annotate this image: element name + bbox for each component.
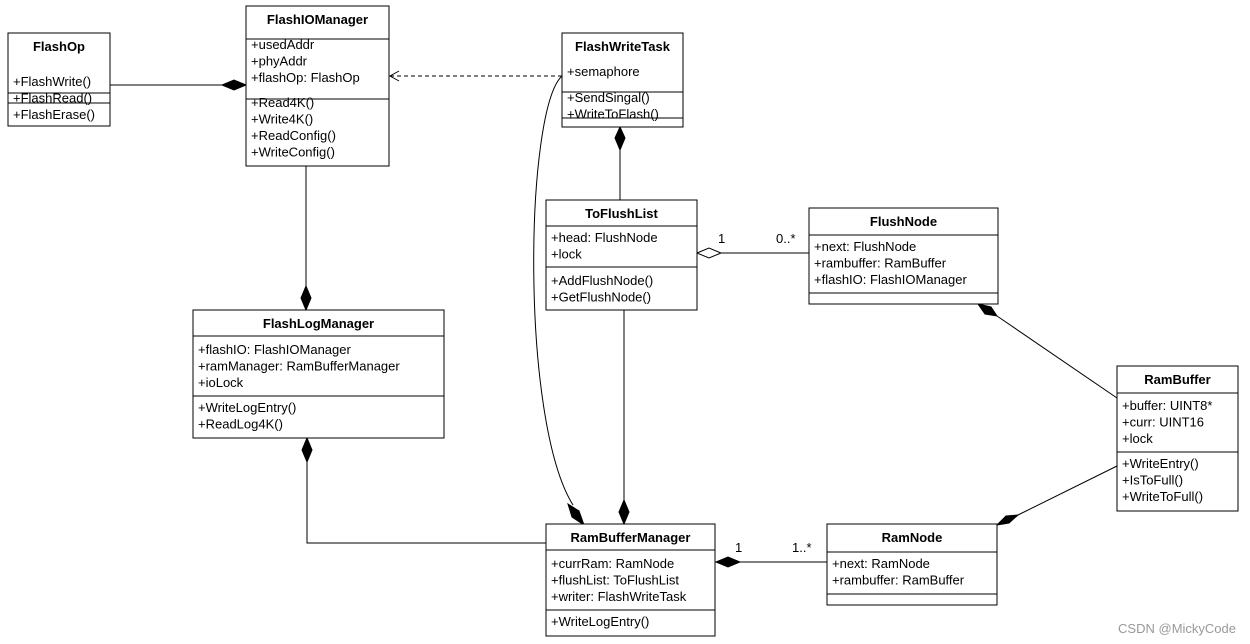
- edge-toflushlist-rambuffermanager: [618, 310, 630, 526]
- class-operation: +ReadConfig(): [251, 128, 336, 143]
- class-attribute: +head: FlushNode: [551, 230, 658, 245]
- class-attribute: +ioLock: [198, 375, 244, 390]
- class-attribute: +curr: UINT16: [1122, 415, 1204, 430]
- class-attribute: +writer: FlashWriteTask: [551, 589, 687, 604]
- class-operation: +GetFlushNode(): [551, 290, 651, 305]
- edge-toflushlist-flashwritetask: [614, 125, 626, 200]
- class-name: RamNode: [882, 530, 943, 545]
- class-operation: +WriteConfig(): [251, 145, 335, 160]
- composition-diamond: [220, 79, 248, 91]
- class-name: FlashWriteTask: [575, 39, 671, 54]
- composition-diamond: [976, 303, 999, 317]
- class-attribute: +next: FlushNode: [814, 239, 916, 254]
- class-operation: +SendSingal(): [567, 90, 650, 105]
- composition-diamond: [995, 514, 1020, 526]
- class-toflushlist: ToFlushList +head: FlushNode +lock +AddFlus…: [545, 199, 698, 311]
- class-attribute: +lock: [551, 247, 582, 262]
- class-attribute: +lock: [1122, 431, 1153, 446]
- multiplicity-whole: 1: [735, 540, 742, 555]
- class-attribute: +currRam: RamNode: [551, 556, 674, 571]
- multiplicity-part: 1..*: [792, 540, 812, 555]
- class-operation: +WriteToFull(): [1122, 489, 1203, 504]
- multiplicity-whole: 1: [718, 231, 725, 246]
- class-name: FlushNode: [870, 214, 937, 229]
- class-operation: +Write4K(): [251, 112, 313, 127]
- class-attribute: +next: RamNode: [832, 556, 930, 571]
- relations: 1 0..* 1: [110, 70, 1118, 568]
- class-flushnode: FlushNode +next: FlushNode +rambuffer: Ram…: [808, 207, 999, 305]
- class-flashiomanager: FlashIOManager +usedAddr +phyAddr+flashOp:…: [245, 5, 390, 167]
- class-attribute: +phyAddr: [251, 54, 308, 69]
- composition-diamond: [714, 556, 742, 568]
- edge-ramnode-rambuffermanager: 1 1..*: [714, 540, 827, 568]
- aggregation-diamond: [695, 247, 723, 259]
- composition-diamond: [614, 125, 626, 152]
- dependency-arrowhead: [388, 70, 400, 82]
- composition-diamond: [618, 498, 630, 526]
- edge-flashop-flashiomanager: [110, 79, 248, 91]
- class-operation: +Read4K(): [251, 95, 314, 110]
- class-attribute: +ramManager: RamBufferManager: [198, 359, 400, 374]
- edge-flashwritetask-flashiomanager: [388, 70, 562, 82]
- class-operation: +IsToFull(): [1122, 473, 1183, 488]
- class-attribute: +usedAddr: [251, 37, 315, 52]
- class-name: ToFlushList: [585, 206, 658, 221]
- watermark: CSDN @MickyCode: [1118, 621, 1236, 636]
- class-operation: +WriteToFlash(): [567, 107, 659, 122]
- composition-diamond: [301, 436, 313, 464]
- class-name: RamBuffer: [1144, 372, 1210, 387]
- class-rambuffermanager: RamBufferManager +currRam: RamNode +flushL…: [545, 523, 716, 637]
- class-operation: +AddFlushNode(): [551, 273, 653, 288]
- class-name: FlashLogManager: [263, 316, 374, 331]
- class-operation: +FlashErase(): [13, 107, 95, 122]
- edge-rambuffer-ramnode: [995, 465, 1118, 526]
- edge-rambuffer-flushnode: [976, 303, 1118, 399]
- composition-diamond: [300, 284, 312, 312]
- class-attribute: +flushList: ToFlushList: [551, 573, 679, 588]
- class-operation: +FlashRead(): [13, 91, 92, 106]
- class-rambuffer: RamBuffer +buffer: UINT8* +curr: UINT16+lo…: [1116, 365, 1239, 512]
- class-attribute: +flashOp: FlashOp: [251, 70, 360, 85]
- class-operation: +WriteLogEntry(): [198, 400, 296, 415]
- classes: FlashOp +FlashWrite() +FlashRead()+FlashEr…: [7, 5, 1239, 637]
- class-operation: +WriteEntry(): [1122, 456, 1199, 471]
- edge-rambuffermanager-flashlogmanager: [301, 436, 546, 544]
- class-attribute: +flashIO: FlashIOManager: [198, 342, 351, 357]
- composition-diamond: [567, 502, 585, 527]
- class-attribute: +rambuffer: RamBuffer: [832, 573, 965, 588]
- class-attribute: +semaphore: [567, 64, 640, 79]
- class-ramnode: RamNode +next: RamNode +rambuffer: RamBuff…: [826, 523, 998, 606]
- class-name: FlashOp: [33, 39, 85, 54]
- class-flashop: FlashOp +FlashWrite() +FlashRead()+FlashEr…: [7, 32, 111, 127]
- class-name: FlashIOManager: [267, 12, 368, 27]
- class-flashlogmanager: FlashLogManager +flashIO: FlashIOManager +…: [192, 309, 445, 439]
- edge-flashwritetask-rambuffermanager: [533, 75, 585, 527]
- class-attribute: +flashIO: FlashIOManager: [814, 272, 967, 287]
- class-name: RamBufferManager: [571, 530, 691, 545]
- class-operation: +FlashWrite(): [13, 74, 91, 89]
- class-flashwritetask: FlashWriteTask +semaphore +SendSingal() +Wr…: [561, 32, 684, 128]
- edge-flashiomanager-flashlogmanager: [300, 166, 312, 312]
- class-operation: +ReadLog4K(): [198, 417, 283, 432]
- class-attribute: +rambuffer: RamBuffer: [814, 256, 947, 271]
- class-attribute: +buffer: UINT8*: [1122, 398, 1212, 413]
- class-operation: +WriteLogEntry(): [551, 614, 649, 629]
- edge-flushnode-toflushlist: 1 0..*: [695, 231, 809, 259]
- multiplicity-part: 0..*: [776, 231, 796, 246]
